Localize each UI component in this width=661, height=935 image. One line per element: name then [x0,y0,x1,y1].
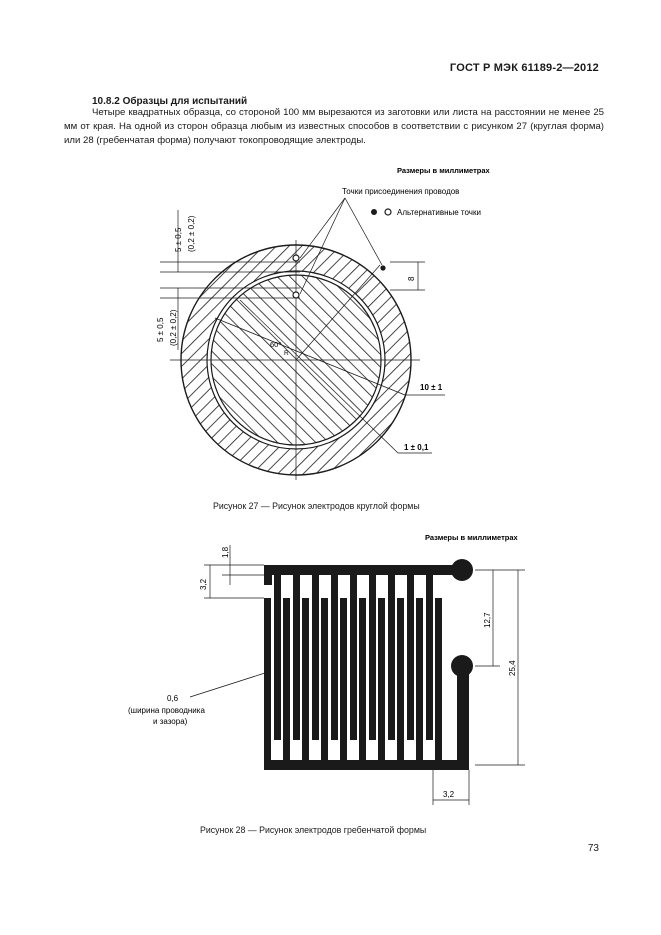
connection-point-alternative [380,265,386,271]
ring-radius-line [214,317,406,396]
legend-filled-dot-icon [371,209,377,215]
bottom-bus-bar [264,760,469,770]
fig27-dim-left-a: 5 ± 0,5 [156,317,165,342]
right-vertical-lead [457,666,469,770]
legend-open-dot-icon [384,208,392,216]
fig28-dim-top-small: 1,8 [221,546,230,558]
fig27-dim-top-a: 5 ± 0,5 [174,227,183,252]
section-title: 10.8.2 Образцы для испытаний [92,96,248,107]
figure-27-drawing: Размеры в миллиметрах Точки присоединени… [156,166,491,480]
connection-point-inner [292,291,300,299]
fig28-width-note-1: (ширина проводника [128,706,205,715]
fig28-units-note: Размеры в миллиметрах [425,533,519,542]
fig28-width-note-2: и зазора) [153,717,188,726]
fig27-dim-ring-width: 10 ± 1 [420,383,443,392]
fig28-dim-width: 0,6 [167,694,179,703]
fig27-dim-r: R [284,350,289,357]
top-comb-fingers [274,575,433,740]
fig28-dim-top-bar: 3,2 [199,578,208,590]
fig27-dim-top-b: (0,2 ± 0,2) [187,215,196,252]
top-bus-bar [264,565,469,575]
fig27-legend-alternative: Альтернативные точки [397,208,481,217]
document-header: ГОСТ Р МЭК 61189-2—2012 [449,62,599,74]
fig28-dim-pitch: 12,7 [483,612,492,628]
connection-point-outer [292,254,300,262]
fig28-dim-total: 25,4 [508,660,517,676]
page-number: 73 [587,843,599,854]
bottom-contact-pad [451,655,473,677]
figure-27-caption: Рисунок 27 — Рисунок электродов круглой … [213,501,420,511]
paragraph-text: Четыре квадратных образца, со стороной 1… [64,107,604,146]
figure-28-drawing: Размеры в миллиметрах 3,2 1,8 [128,533,525,805]
gap-leader-line [239,299,399,454]
fig27-dim-left-b: (0,2 ± 0,2) [169,309,178,346]
section-paragraph: Четыре квадратных образца, со стороной 1… [64,106,604,148]
fig27-dim-gap: 1 ± 0,1 [404,443,429,452]
bottom-comb-fingers [264,598,442,760]
angle-line [295,264,381,361]
top-contact-pad [451,559,473,581]
fig28-dim-bottom: 3,2 [443,790,455,799]
figure-28-caption: Рисунок 28 — Рисунок электродов гребенча… [200,825,427,835]
fig27-dim-angle: 60° [270,340,281,349]
fig27-dim-right: 8 [407,276,416,281]
fig27-legend-connection: Точки присоединения проводов [342,187,459,196]
fig27-units-note: Размеры в миллиметрах [397,166,491,175]
